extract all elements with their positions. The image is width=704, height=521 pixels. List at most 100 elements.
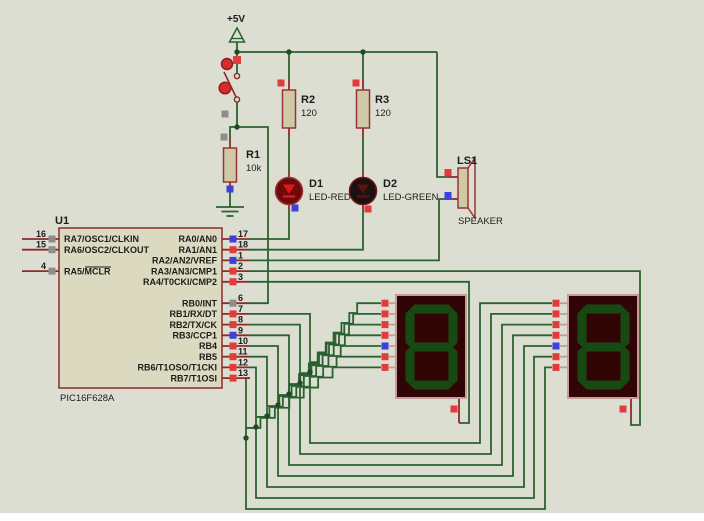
resistor-r1[interactable]: R1 10k bbox=[222, 147, 262, 183]
segment bbox=[405, 309, 415, 347]
pin-state-square bbox=[552, 331, 560, 339]
pin-state-square bbox=[381, 342, 389, 350]
mcu-u1[interactable]: U1 PIC16F628A bbox=[55, 215, 223, 404]
pin-state-square bbox=[552, 363, 560, 371]
ground-symbol bbox=[216, 206, 244, 217]
pin-text-layer: 17RA0/AN018RA1/AN11RA2/AN2/VREF2RA3/AN3/… bbox=[36, 229, 248, 383]
pin-state-square bbox=[48, 267, 56, 275]
mcu-body[interactable] bbox=[58, 227, 223, 389]
segment bbox=[410, 380, 453, 390]
pin-label: RA4/T0CKI/CMP2 bbox=[143, 277, 217, 287]
pin-label: RB2/TX/CK bbox=[169, 320, 217, 330]
wire bbox=[277, 334, 552, 477]
pin-state-square bbox=[226, 185, 234, 193]
led-arrow-icon bbox=[357, 184, 369, 194]
wire-junction-dot bbox=[307, 369, 313, 375]
pin-number: 6 bbox=[238, 293, 243, 303]
speaker-ls1[interactable]: LS1 SPEAKER bbox=[457, 155, 503, 227]
pin-state-square bbox=[381, 321, 389, 329]
wire-junction-dot bbox=[264, 413, 270, 419]
pin-number: 1 bbox=[238, 250, 243, 260]
pin-state-square bbox=[220, 133, 228, 141]
pin-state-square bbox=[381, 353, 389, 361]
wire-junction-dot bbox=[360, 49, 366, 55]
window-bottom-strip bbox=[0, 513, 704, 521]
segment bbox=[577, 347, 587, 385]
led-type: LED-GREEN bbox=[383, 192, 439, 203]
resistor-r3[interactable]: R3 120 bbox=[355, 89, 391, 129]
wire bbox=[250, 210, 290, 240]
pin-state-square bbox=[229, 267, 237, 275]
pin-indicator-layer bbox=[48, 79, 627, 413]
pin-stub-layer bbox=[22, 80, 632, 423]
segment bbox=[577, 309, 587, 347]
pin-state-square bbox=[229, 342, 237, 350]
pin-label: RA5/MCLR bbox=[64, 266, 111, 276]
wire bbox=[245, 366, 381, 438]
wire bbox=[266, 345, 552, 488]
pin-number: 12 bbox=[238, 357, 248, 367]
pin-state-square bbox=[229, 235, 237, 243]
button-lever bbox=[223, 71, 237, 98]
pin-state-square bbox=[229, 331, 237, 339]
pin-state-square bbox=[221, 110, 229, 118]
pin-number: 18 bbox=[238, 240, 248, 250]
speaker-type: SPEAKER bbox=[458, 216, 503, 227]
led-arrow-icon bbox=[283, 184, 295, 194]
segment bbox=[582, 304, 625, 314]
led-d2-green[interactable]: D2 LED-GREEN bbox=[348, 176, 439, 206]
led-d1-red[interactable]: D1 LED-RED bbox=[274, 176, 351, 206]
pin-label: RA0/AN0 bbox=[178, 234, 217, 244]
pin-number: 7 bbox=[238, 304, 243, 314]
wire bbox=[250, 210, 364, 251]
pin-number: 9 bbox=[238, 325, 243, 335]
resistor-r2[interactable]: R2 120 bbox=[281, 89, 317, 129]
pin-state-square bbox=[444, 192, 452, 199]
pin-number: 3 bbox=[238, 272, 243, 282]
button-actuator-icon[interactable] bbox=[220, 57, 234, 71]
wire bbox=[250, 198, 446, 262]
seven-segment-display-2[interactable] bbox=[567, 294, 639, 399]
pin-label: RB6/T1OSO/T1CKI bbox=[137, 363, 217, 373]
pin-label: RB3/CCP1 bbox=[172, 331, 217, 341]
pin-label: RB5 bbox=[199, 352, 217, 362]
segment bbox=[405, 347, 415, 385]
wire-junction-dot bbox=[286, 49, 292, 55]
segment bbox=[448, 309, 458, 347]
pin-label: RB1/RX/DT bbox=[169, 309, 217, 319]
pin-number: 13 bbox=[238, 368, 248, 378]
button-state-square bbox=[233, 56, 241, 64]
wire-junction-dot bbox=[275, 402, 281, 408]
resistor-body[interactable] bbox=[222, 147, 238, 183]
power-terminal-5v[interactable]: +5V bbox=[227, 14, 246, 43]
wire bbox=[299, 312, 552, 455]
resistor-value: 120 bbox=[375, 108, 391, 119]
resistor-ref: R2 bbox=[301, 94, 315, 106]
resistor-body[interactable] bbox=[355, 89, 371, 129]
pin-state-square bbox=[381, 331, 389, 339]
pin-state-square bbox=[48, 235, 56, 243]
speaker-ref: LS1 bbox=[457, 155, 477, 167]
pin-state-square bbox=[552, 310, 560, 318]
pin-number: 4 bbox=[41, 261, 46, 271]
wire-junction-dot bbox=[234, 124, 240, 130]
segment bbox=[410, 304, 453, 314]
junction-dot-layer bbox=[234, 49, 366, 441]
speaker-body[interactable] bbox=[457, 167, 469, 209]
wire bbox=[255, 355, 552, 499]
push-button[interactable] bbox=[218, 56, 241, 103]
pin-number: 11 bbox=[238, 347, 248, 357]
pin-state-square bbox=[229, 256, 237, 264]
led-ref: D1 bbox=[309, 178, 323, 190]
pin-state-square bbox=[229, 374, 237, 382]
wire-junction-dot bbox=[234, 49, 240, 55]
segment bbox=[620, 347, 630, 385]
pin-state-square bbox=[552, 299, 560, 307]
pin-state-square bbox=[291, 204, 299, 212]
wire bbox=[288, 323, 552, 466]
resistor-body[interactable] bbox=[281, 89, 297, 129]
seven-segment-display-1[interactable] bbox=[395, 294, 467, 399]
segment bbox=[582, 380, 625, 390]
